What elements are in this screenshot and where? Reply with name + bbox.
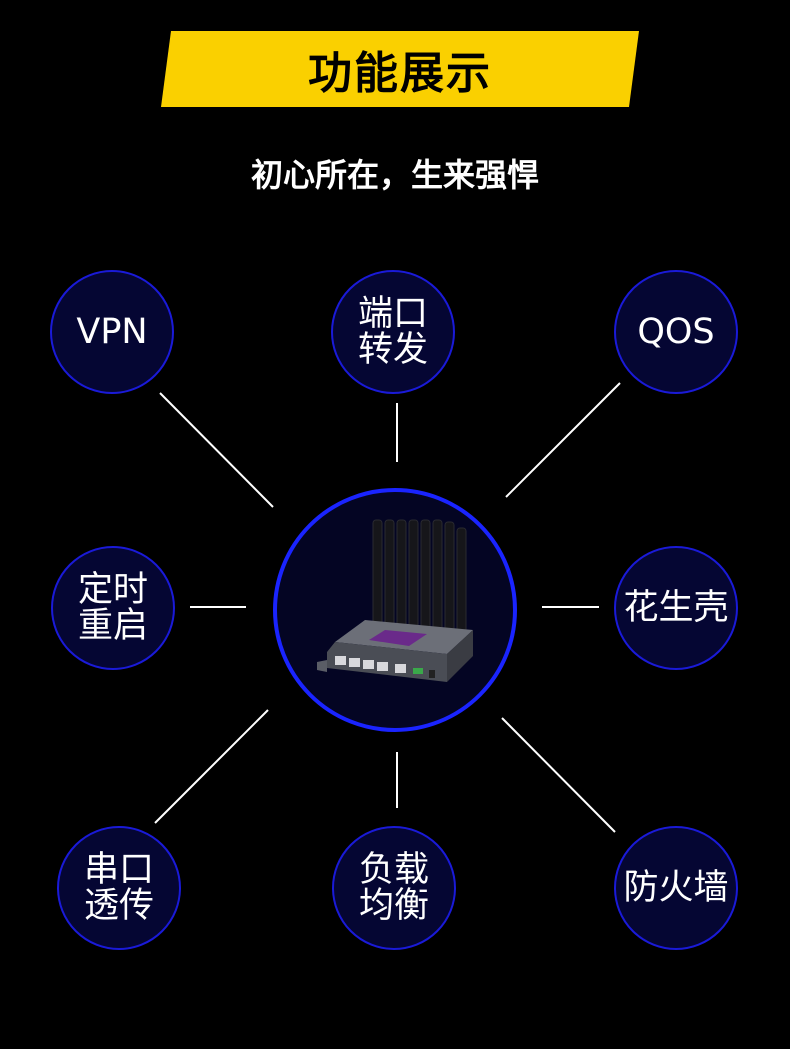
feature-label: 花生壳 [623,588,729,628]
feature-label: 串口 透传 [83,850,154,926]
page-subtitle: 初心所在，生来强悍 [250,156,539,194]
feature-label: 定时 重启 [77,570,148,646]
feature-firewall: 防火墙 [614,826,738,950]
feature-label: 负载 均衡 [358,850,429,926]
feature-label: 防火墙 [623,868,729,908]
feature-label: VPN [76,312,148,352]
feature-label: QOS [637,312,715,352]
router-image [317,519,473,682]
feature-load-balance: 负载 均衡 [332,826,456,950]
feature-port-forward: 端口 转发 [331,270,455,394]
feature-oray: 花生壳 [614,546,738,670]
page-title: 功能展示 [308,48,492,99]
feature-label: 端口 转发 [357,294,428,370]
feature-vpn: VPN [50,270,174,394]
feature-serial-transparent: 串口 透传 [57,826,181,950]
title-banner: 功能展示 [161,31,639,107]
router-center-circle [273,488,517,732]
feature-timed-restart: 定时 重启 [51,546,175,670]
feature-qos: QOS [614,270,738,394]
